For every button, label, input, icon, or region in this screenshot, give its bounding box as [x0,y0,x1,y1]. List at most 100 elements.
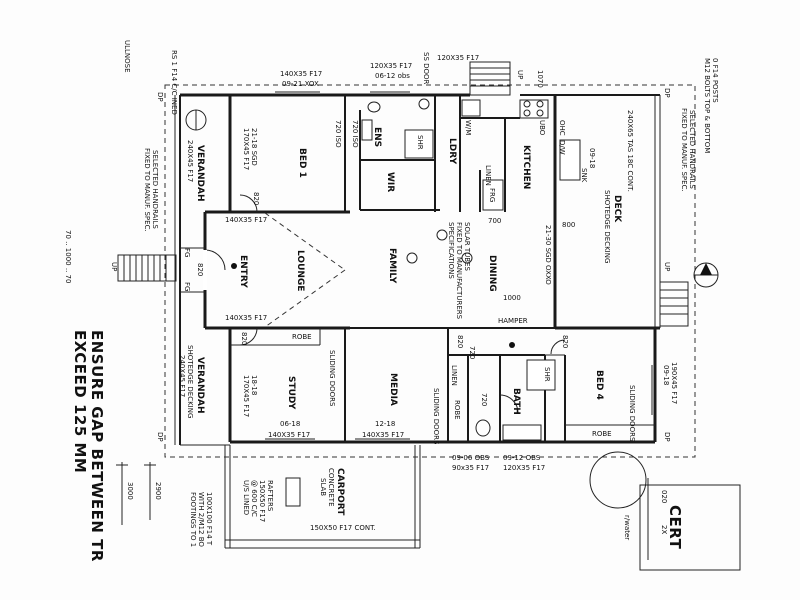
verandah-bottom-c: 240X45 F17 [178,355,186,397]
posts-r2: M12 BOLTS TOP & BOTTOM [703,58,711,153]
stair-dim: 70 .. 1000 .. 70 [64,230,72,283]
solar-tube-icon [436,229,448,241]
room-label-bed1: BED 1 [297,148,307,178]
carport-a: CONCRETE [327,468,335,507]
label-linen-bottom: LINEN [450,365,458,386]
cert-box [639,484,741,571]
dp-mark: DP [663,88,671,98]
family-solar-c: SPECIFICATIONS [447,222,455,279]
rafters-d: U/S LINED [242,480,250,515]
beam-bed1b: 09-21 XOX [282,80,319,88]
room-label-ens: ENS [372,127,382,147]
lounge-diagonal-2 [264,269,346,328]
lintel-entry-bot: 140X35 F17 [225,314,267,322]
beam-ens-b: 06-12 obs [375,72,410,80]
lintel-media: 140X35 F17 [362,431,404,439]
wir-door-b: 720 ISO [351,120,359,148]
water-tank-icon [589,451,647,509]
room-label-deck: DECK [612,195,622,223]
rafters-a: RAFTERS [266,480,274,512]
label-frg: FRG [488,188,496,202]
stair-up-right: UP [663,262,671,271]
smoke-detector-icon [509,342,515,348]
handrails-r2: FIXED TO MANUF. SPEC. [680,108,688,192]
post-a: 100X100 F14 T [205,492,213,546]
sliding-doors-media: SLIDING DOORS [432,388,440,445]
study-door: 18-18 [250,375,258,395]
bath-w1b: 90x35 F17 [452,464,489,472]
dim-720-bath: 720 [480,393,488,406]
post-b: WITH 2/M12 BO [197,492,205,547]
family-solar: SOLAR TUBES [463,222,471,272]
label-robe-bed4: ROBE [592,430,612,438]
room-label-carport: CARPORT [335,468,345,516]
cert-label: CERT [666,505,684,550]
lintel-study: 140X35 F17 [268,431,310,439]
stair-left [117,254,177,282]
stair-top [469,61,511,96]
study-door-b: 170X45 F17 [242,375,250,417]
dp-mark: DP [156,432,164,442]
shower-ens-icon [404,129,434,159]
entry-door-swing [204,249,226,271]
water-label: r/water [623,515,631,540]
shower-bath-icon [526,359,556,391]
room-label-kitchen: KITCHEN [521,145,531,189]
room-label-study: STUDY [286,376,296,410]
handrails-r: SELECTED HANDRAILS [688,110,696,189]
label-robe-media: ROBE [453,400,461,420]
dim-2x: 2X [660,525,668,534]
dim-820-entry: 820 [196,263,204,276]
study-door-swing [239,327,258,346]
basin-ens-icon [418,98,430,110]
dim-1070: 1070 [536,70,544,88]
stair-up-top: UP [516,70,524,79]
room-label-dining: DINING [487,255,497,292]
dp-mark: DP [663,432,671,442]
rafters-c: @ 600 C/C [250,480,258,517]
wir-door: 720 ISO [334,120,342,148]
toilet-ens-icon [367,101,381,113]
label-wm: W/M [464,120,472,135]
sliding-doors-bed4: SLIDING DOORS [628,385,636,442]
beam-ss: 120X35 F17 [437,54,479,62]
post-c: FOOTINGS TO 1 [189,492,197,547]
carport [224,445,421,549]
bed1-door-b: 170X45 F17 [242,128,250,170]
room-label-family: FAMILY [387,248,397,284]
room-label-ldry: LDRY [447,138,457,165]
vanity-ens-icon [361,119,373,141]
label-linen-top: LINEN [484,165,492,186]
rafter-marker-icon [285,477,301,507]
media-win: 12-18 [375,420,395,428]
fridge-icon [482,179,504,211]
fg-left: FG [183,248,191,257]
bath-w1: 09-06 OBS [452,454,490,462]
stair-up-left: UP [110,262,118,271]
dim-3000: 3000 [126,482,134,500]
handrails-l: SELECTED HANDRAILS [151,150,159,229]
handrails-l2: FIXED TO MANUF. SPEC. [143,148,151,232]
dim-820-bed4: 820 [561,335,569,348]
lounge-diagonal-1 [264,212,346,271]
ldry-ohc: OHC [558,120,566,136]
label-shr-bath: SHR [543,367,551,382]
dim-800: 800 [562,221,575,229]
bath-w2: 09-12 OBS [503,454,541,462]
room-label-entry: ENTRY [238,255,248,288]
label-hamper: HAMPER [498,317,528,325]
light-point-icon [231,263,237,269]
dim-1000: 1000 [503,294,521,302]
room-label-wir: WIR [385,172,395,192]
dim-820-hall: 820 [456,335,464,348]
dim-2900: 2900 [154,482,162,500]
dining-door: 21-30 SGD OXXO [544,225,552,285]
room-label-verandah-top: VERANDAH [195,145,205,202]
kitchen-win: 09-18 [588,148,596,168]
dp-mark: DP [156,92,164,102]
room-label-bed4: BED 4 [594,370,604,400]
fg-left2: FG [183,282,191,291]
bath-w2b: 120X35 F17 [503,464,545,472]
dim-820-bed1: 820 [252,192,260,205]
